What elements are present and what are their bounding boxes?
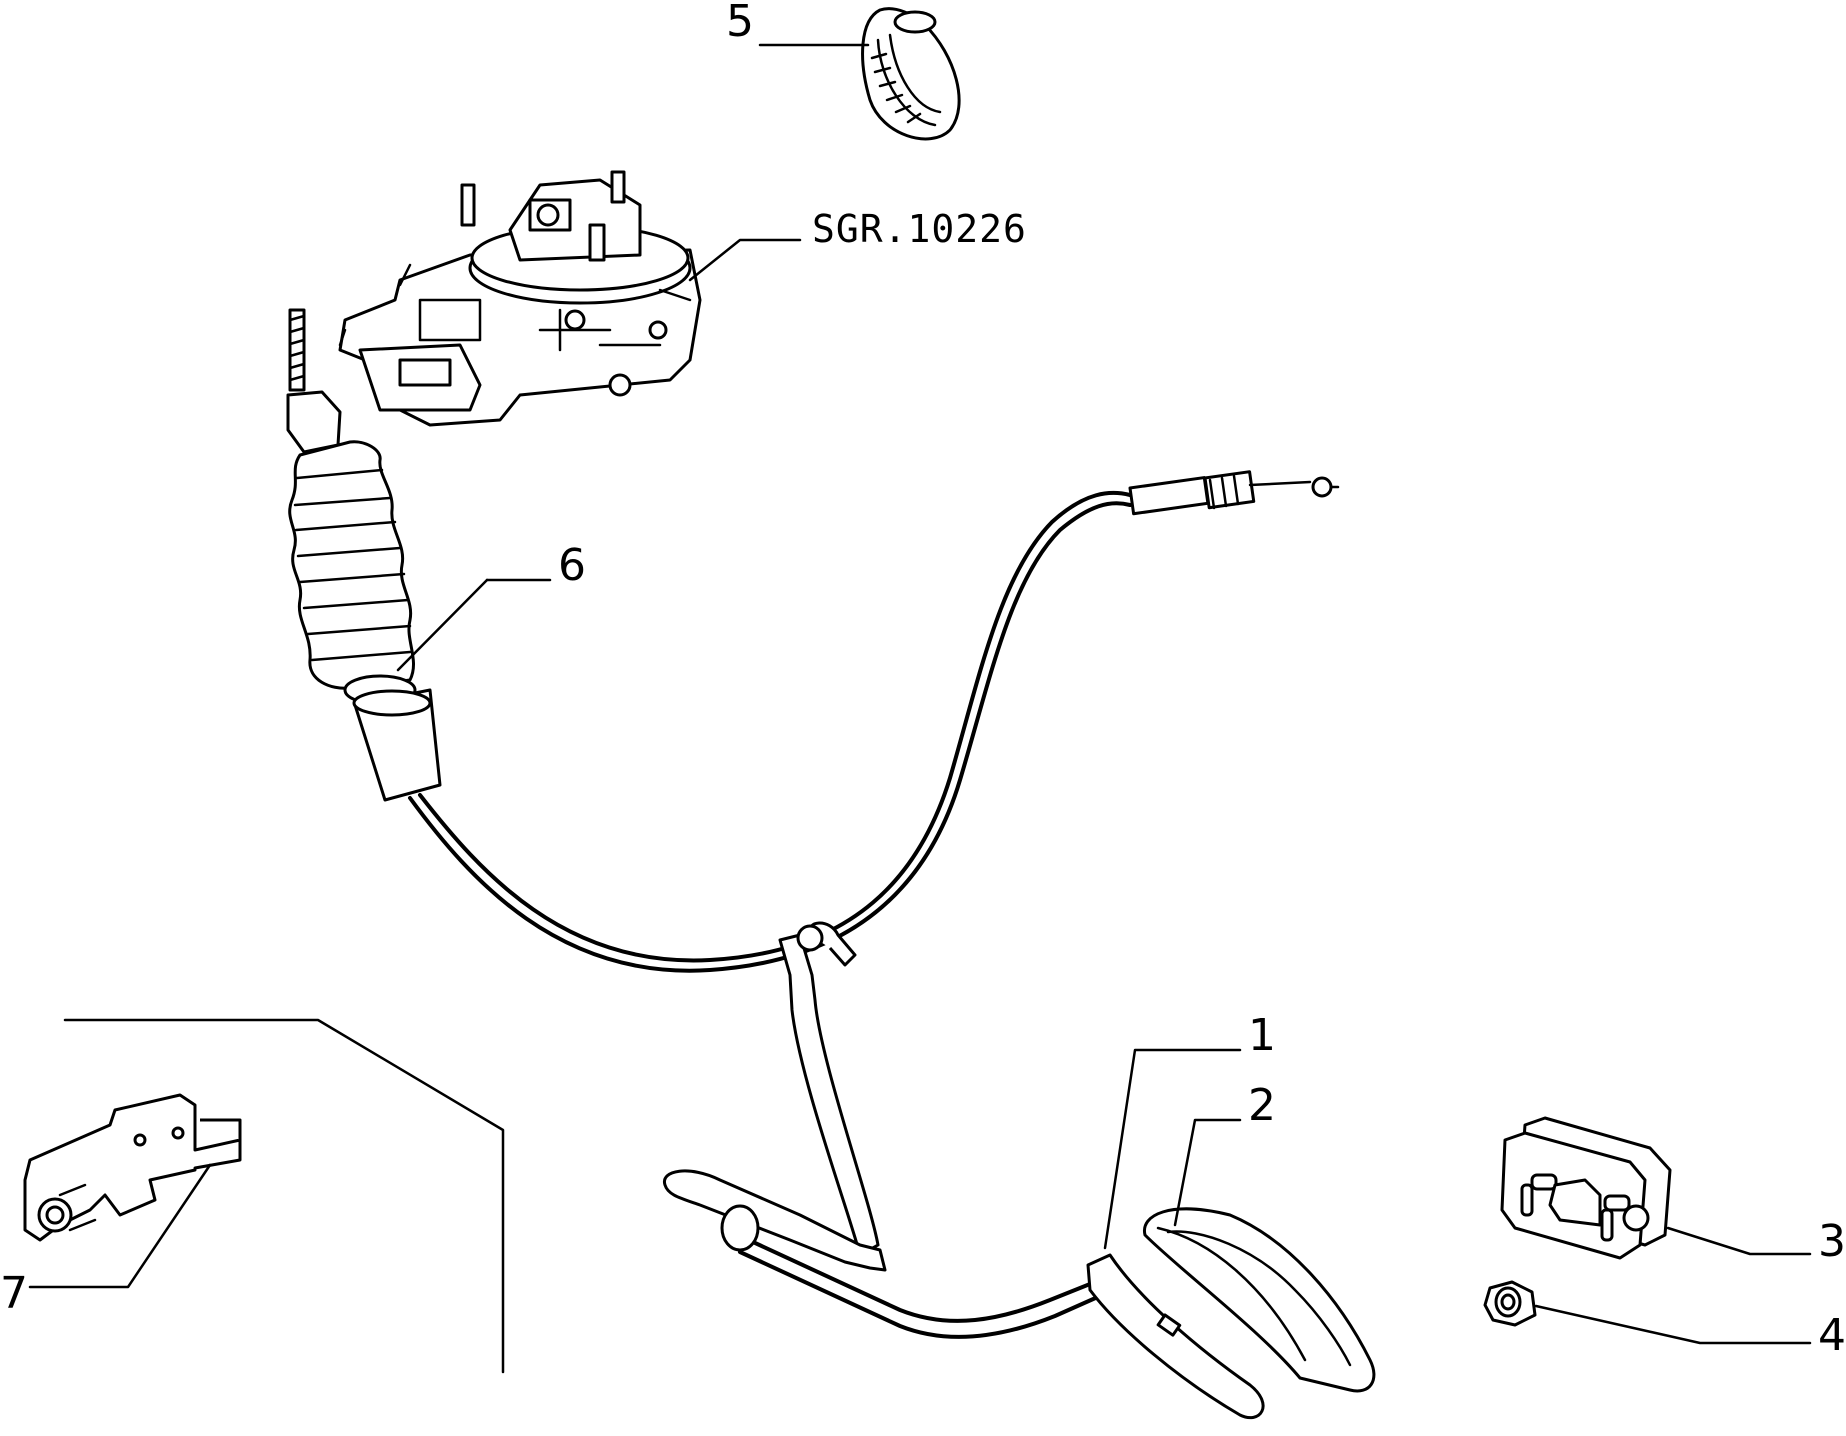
- section-divider: [63, 1018, 505, 1374]
- hex-nut: [1483, 1280, 1537, 1327]
- cable-bracket: [23, 1093, 242, 1242]
- callout-3: 3: [1818, 1216, 1846, 1267]
- callout-4: 4: [1818, 1310, 1846, 1361]
- carburettor: [338, 170, 702, 427]
- callout-7: 7: [0, 1268, 28, 1319]
- leader-line-4: [1534, 1304, 1812, 1345]
- pedal-pad: [1143, 1207, 1376, 1393]
- hose-clamp: [861, 7, 961, 141]
- callout-5: 5: [726, 0, 754, 47]
- rubber-buffer: [1500, 1116, 1672, 1260]
- callout-6: 6: [558, 540, 586, 591]
- leader-line-1: [1103, 1048, 1242, 1250]
- accelerator-cable: [286, 308, 1340, 973]
- pedal-lever: [663, 921, 1265, 1420]
- leader-line-7: [28, 1163, 212, 1289]
- reference-code: SGR.10226: [812, 207, 1027, 251]
- callout-2: 2: [1248, 1080, 1276, 1131]
- leader-line-3: [1666, 1226, 1812, 1256]
- callout-1: 1: [1248, 1010, 1276, 1061]
- leader-line-reference: [688, 238, 802, 282]
- leader-line-6: [396, 578, 489, 672]
- leader-line-2: [1173, 1118, 1242, 1227]
